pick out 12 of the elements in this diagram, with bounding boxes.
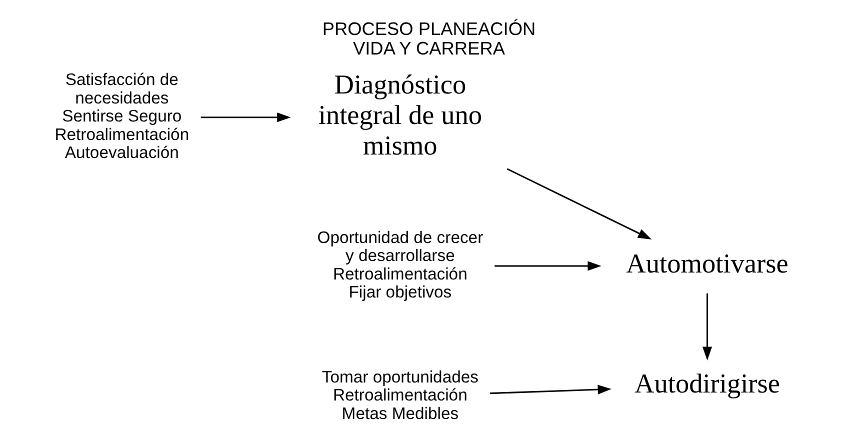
arrow [702,293,712,360]
node-text: Autodirigirse [634,368,780,398]
diagram-title: PROCESO PLANEACIÓN VIDA Y CARRERA [322,18,536,59]
node-text: Satisfacción de necesidades Sentirse Seguro Retroalimentación Autoevaluación [54,70,190,162]
node-text: Oportunidad de crecer y desarrollarse Retroalimentación Fijar objetivos [317,228,484,302]
arrow [494,261,602,271]
node-text: Tomar oportunidades Retroalimentación Metas Medibles [322,367,478,423]
node-text: Automotivarse [626,248,788,279]
node-text: Diagnóstico integral de uno mismo [318,70,482,160]
arrow [490,384,612,394]
arrow [200,112,291,122]
arrow [506,168,652,240]
